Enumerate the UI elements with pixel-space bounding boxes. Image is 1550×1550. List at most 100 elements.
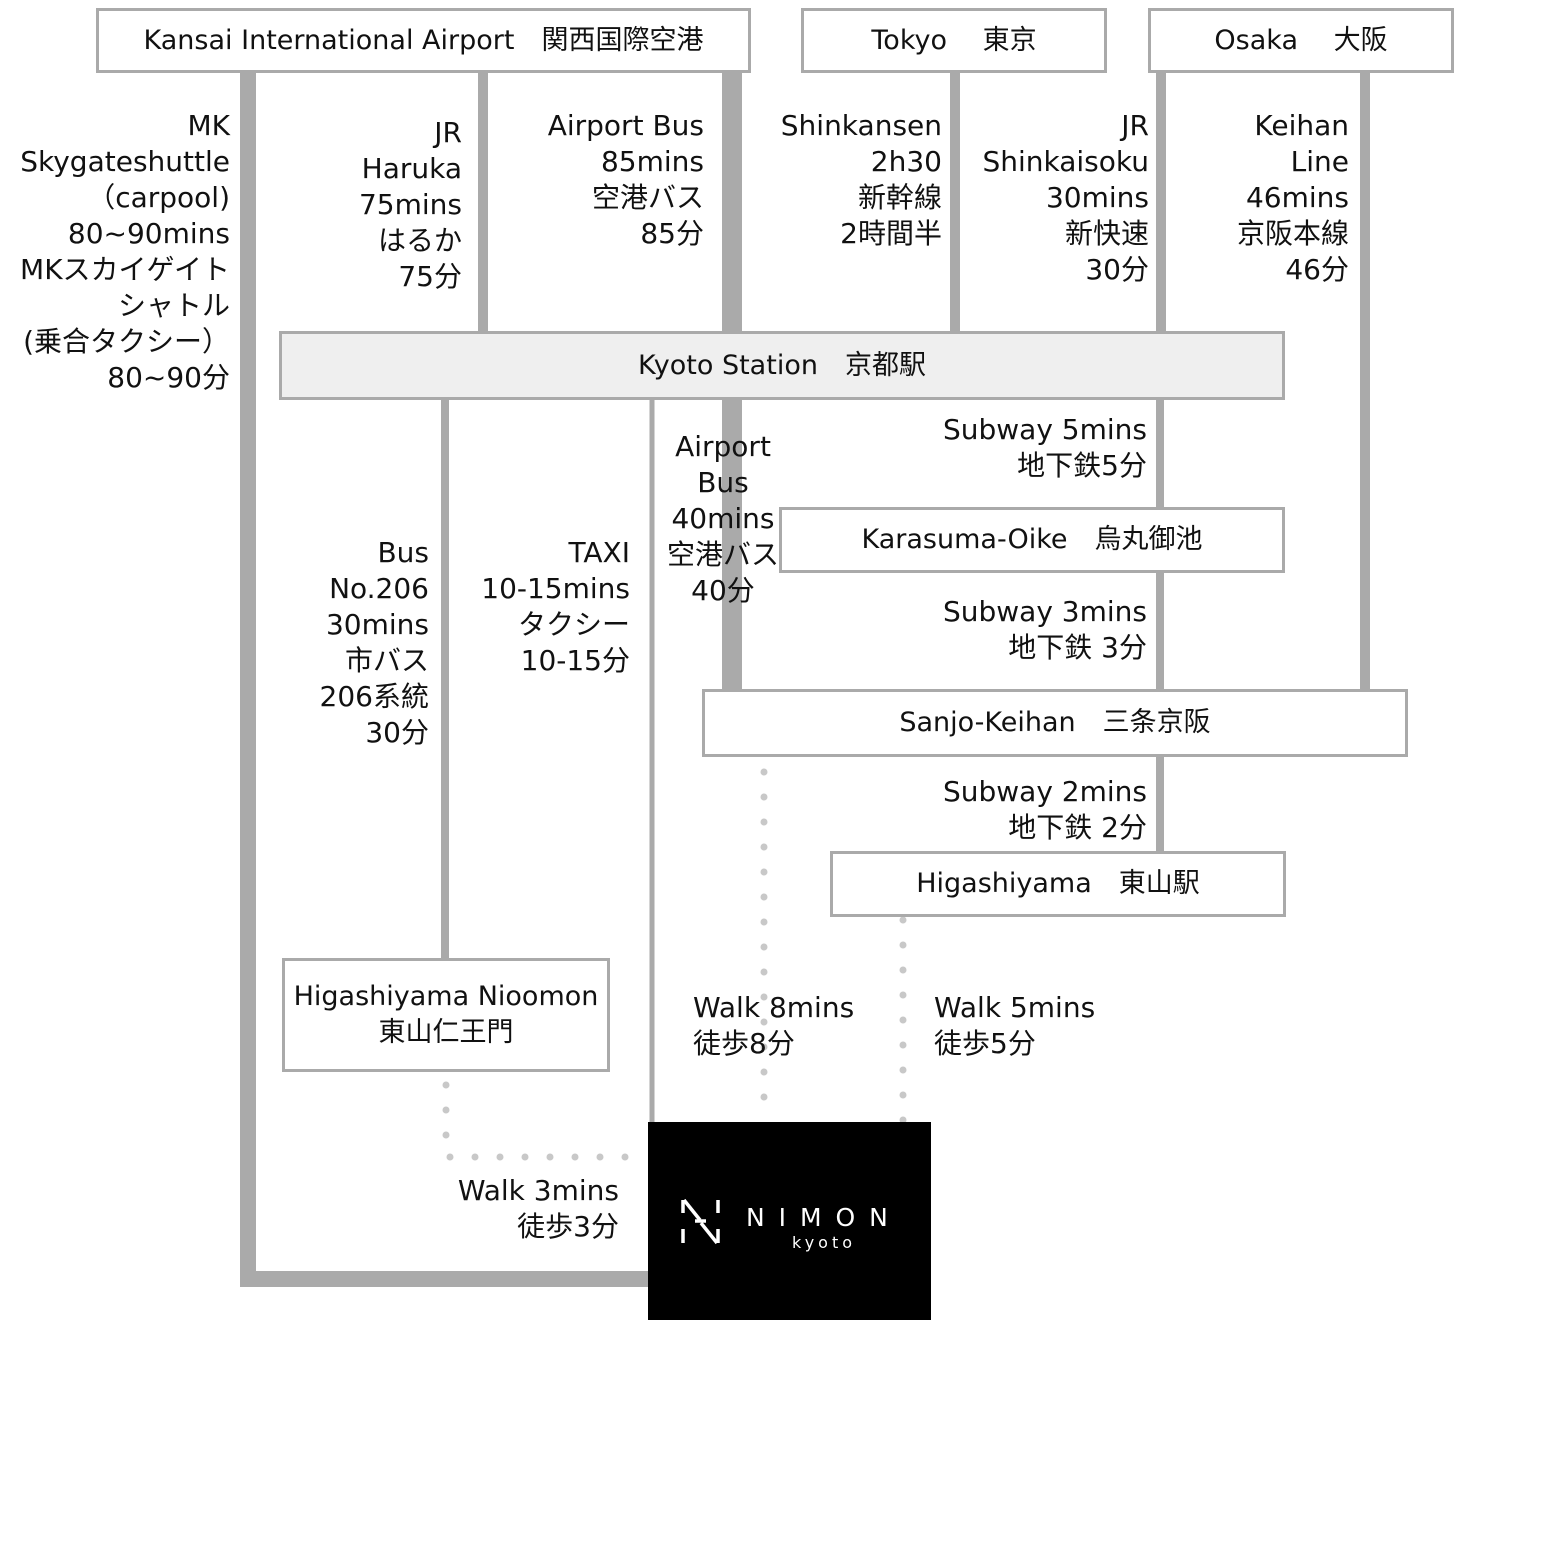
route-label-bus206-line: 30mins — [325, 608, 429, 641]
walk-path-sanjo-dot — [760, 968, 768, 976]
route-label-walk8-line: 徒歩8分 — [693, 1027, 795, 1060]
route-label-shinkaisoku-line: 新快速 — [1064, 217, 1149, 250]
walk-path-sanjo-dot — [760, 818, 768, 826]
station-sanjo-keihan: Sanjo-Keihan 三条京阪 — [702, 689, 1408, 757]
route-label-shinkansen-line: 2時間半 — [840, 217, 942, 250]
route-label-keihan-line: Line — [1290, 145, 1349, 178]
route-label-mk-line: (乗合タクシー） — [23, 325, 230, 358]
route-label-subway2-line: Subway 2mins — [942, 775, 1147, 808]
route-label-walk5-line: 徒歩5分 — [934, 1027, 1036, 1060]
route-label-shinkansen-line: Shinkansen — [780, 109, 942, 142]
route-label-airport-bus-40-line: 40分 — [691, 574, 755, 607]
route-label-subway3-line: Subway 3mins — [942, 595, 1147, 628]
route-label-airport-bus-85-line: 空港バス — [591, 181, 704, 214]
walk-path-sanjo-dot — [760, 1043, 768, 1051]
walk-path-nioomon-dot — [442, 1081, 450, 1089]
walk-path-sanjo-dot — [760, 1068, 768, 1076]
station-kansai: Kansai International Airport 関西国際空港 — [96, 8, 751, 73]
route-label-bus206-line: No.206 — [329, 572, 429, 605]
walk-path-higashiyama-dot — [899, 1066, 907, 1074]
route-label-shinkaisoku-line: 30mins — [1045, 181, 1149, 214]
route-label-airport-bus-40-line: Bus — [697, 466, 749, 499]
walk-path-nioomon-dot — [521, 1153, 529, 1161]
route-label-haruka-line: Haruka — [361, 152, 462, 185]
route-label-airport-bus-85-line: 85分 — [640, 217, 704, 250]
route-label-haruka-line: はるか — [377, 224, 462, 257]
walk-path-sanjo-dot — [760, 993, 768, 1001]
route-label-walk3-line: Walk 3mins — [457, 1174, 619, 1207]
route-label-mk-line: 80~90分 — [107, 361, 230, 394]
station-sanjo-label: Sanjo-Keihan 三条京阪 — [899, 707, 1211, 738]
station-kansai-label: Kansai International Airport 関西国際空港 — [143, 24, 704, 56]
route-label-taxi-line: タクシー — [517, 608, 630, 641]
station-karasuma-oike: Karasuma-Oike 烏丸御池 — [779, 507, 1285, 573]
station-karasuma-label: Karasuma-Oike 烏丸御池 — [861, 524, 1203, 555]
route-label-taxi-line: 10-15分 — [520, 644, 630, 677]
route-label-walk8-line: Walk 8mins — [693, 991, 855, 1024]
walk-path-sanjo-dot — [760, 793, 768, 801]
station-tokyo: Tokyo 東京 — [801, 8, 1107, 73]
station-osaka-label: Osaka 大阪 — [1214, 24, 1388, 56]
route-label-keihan-line: 46mins — [1245, 181, 1349, 214]
walk-path-sanjo-dot — [760, 1093, 768, 1101]
route-label-subway3-line: 地下鉄 3分 — [1008, 631, 1147, 664]
route-label-airport-bus-40-line: 40mins — [671, 502, 775, 535]
walk-path-higashiyama-dot — [899, 1041, 907, 1049]
walk-path-higashiyama-dot — [899, 966, 907, 974]
route-label-bus206-line: 30分 — [365, 716, 429, 749]
route-label-shinkaisoku-line: Shinkaisoku — [982, 145, 1149, 178]
station-higashiyama: Higashiyama 東山駅 — [830, 851, 1286, 917]
walk-path-sanjo-dot — [760, 918, 768, 926]
walk-path-nioomon-dot — [446, 1153, 454, 1161]
route-label-keihan-line: 京阪本線 — [1236, 217, 1349, 250]
mk-shuttle-line — [240, 72, 650, 1287]
route-label-mk-line: MKスカイゲイト — [20, 253, 230, 286]
logo-brand: N I M O N — [746, 1203, 891, 1232]
walk-path-sanjo-dot — [760, 1018, 768, 1026]
walk-path-higashiyama-dot — [899, 941, 907, 949]
station-osaka: Osaka 大阪 — [1148, 8, 1454, 73]
walk-path-nioomon-dot — [596, 1153, 604, 1161]
walk-path-nioomon-dot — [571, 1153, 579, 1161]
route-label-taxi-line: 10-15mins — [481, 572, 630, 605]
walk-path-sanjo-dot — [760, 843, 768, 851]
walk-path-higashiyama-dot — [899, 1091, 907, 1099]
station-kyoto: Kyoto Station 京都駅 — [279, 331, 1285, 400]
route-label-haruka-line: JR — [434, 116, 462, 149]
walk-path-sanjo-dot — [760, 943, 768, 951]
route-label-mk-line: （carpool) — [87, 181, 230, 214]
route-label-airport-bus-85-line: 85mins — [600, 145, 704, 178]
walk-path-nioomon-dot — [442, 1106, 450, 1114]
route-label-airport-bus-40-line: Airport — [675, 430, 771, 463]
route-label-mk-line: シャトル — [117, 289, 230, 322]
walk-path-nioomon-dot — [546, 1153, 554, 1161]
route-label-shinkaisoku-line: JR — [1121, 109, 1149, 142]
station-kyoto-label: Kyoto Station 京都駅 — [638, 349, 926, 381]
route-label-mk-line: MK — [187, 109, 230, 142]
route-label-shinkansen-line: 新幹線 — [857, 181, 942, 214]
logo-sub: kyoto — [792, 1233, 857, 1252]
walk-path-nioomon-dot — [471, 1153, 479, 1161]
route-label-taxi-line: TAXI — [568, 536, 630, 569]
station-tokyo-label: Tokyo 東京 — [871, 24, 1037, 56]
route-label-keihan-line: Keihan — [1254, 109, 1349, 142]
route-label-walk5-line: Walk 5mins — [934, 991, 1096, 1024]
route-label-haruka-line: 75分 — [398, 260, 462, 293]
nimon-n-icon — [681, 1198, 720, 1245]
